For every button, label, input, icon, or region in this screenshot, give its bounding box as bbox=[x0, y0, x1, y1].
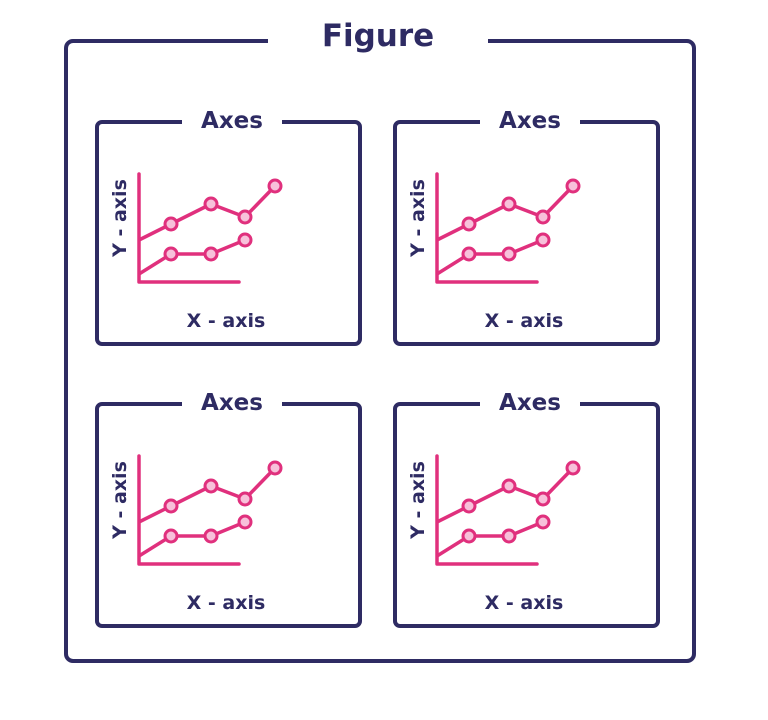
upper-series-marker bbox=[203, 478, 219, 494]
upper-series-line bbox=[138, 466, 277, 524]
upper-series-marker bbox=[535, 209, 551, 225]
lower-series-marker bbox=[203, 528, 219, 544]
upper-series-marker bbox=[461, 498, 477, 514]
line-plot-icon bbox=[137, 454, 283, 566]
upper-series-marker bbox=[565, 460, 581, 476]
lower-series-marker bbox=[461, 528, 477, 544]
upper-series-marker bbox=[163, 216, 179, 232]
line-plot-icon bbox=[435, 172, 581, 284]
x-axis-label: X - axis bbox=[484, 310, 564, 332]
upper-series-marker bbox=[203, 196, 219, 212]
lower-series-marker bbox=[163, 246, 179, 262]
plot-group bbox=[435, 454, 581, 566]
upper-series-line bbox=[138, 184, 277, 242]
y-axis-label: Y - axis bbox=[407, 179, 429, 257]
lower-series-line bbox=[436, 520, 544, 558]
figure-title: Figure bbox=[268, 13, 488, 59]
y-axis-label: Y - axis bbox=[109, 179, 131, 257]
lower-series-marker bbox=[237, 232, 253, 248]
upper-series-marker bbox=[501, 196, 517, 212]
lower-series-marker bbox=[163, 528, 179, 544]
upper-series-marker bbox=[237, 491, 253, 507]
x-axis-label: X - axis bbox=[484, 592, 564, 614]
axis-lines bbox=[435, 172, 539, 284]
lower-series-marker bbox=[461, 246, 477, 262]
axes-panel-bottom-right: Axes Y - axis X - axis bbox=[393, 384, 660, 628]
upper-series-marker bbox=[163, 498, 179, 514]
lower-series-line bbox=[138, 520, 246, 558]
lower-series-marker bbox=[501, 246, 517, 262]
plot-group bbox=[137, 454, 283, 566]
axes-panel-top-right: Axes Y - axis X - axis bbox=[393, 102, 660, 346]
axes-title: Axes bbox=[480, 384, 580, 422]
axes-title: Axes bbox=[182, 384, 282, 422]
lower-series-marker bbox=[535, 232, 551, 248]
plot-group bbox=[137, 172, 283, 284]
lower-series-marker bbox=[237, 514, 253, 530]
x-axis-label: X - axis bbox=[186, 592, 266, 614]
x-axis-label: X - axis bbox=[186, 310, 266, 332]
upper-series-marker bbox=[535, 491, 551, 507]
axis-lines bbox=[137, 454, 241, 566]
axis-lines bbox=[137, 172, 241, 284]
lower-series-line bbox=[436, 238, 544, 276]
upper-series-line bbox=[436, 184, 575, 242]
axes-panel-top-left: Axes Y - axis X - axis bbox=[95, 102, 362, 346]
lower-series-marker bbox=[535, 514, 551, 530]
upper-series-marker bbox=[237, 209, 253, 225]
axes-title: Axes bbox=[480, 102, 580, 140]
upper-series-marker bbox=[565, 178, 581, 194]
line-plot-icon bbox=[435, 454, 581, 566]
upper-series-marker bbox=[267, 460, 283, 476]
y-axis-label: Y - axis bbox=[109, 461, 131, 539]
axes-panel-bottom-left: Axes Y - axis X - axis bbox=[95, 384, 362, 628]
y-axis-label: Y - axis bbox=[407, 461, 429, 539]
lower-series-marker bbox=[203, 246, 219, 262]
plot-group bbox=[435, 172, 581, 284]
upper-series-marker bbox=[267, 178, 283, 194]
lower-series-line bbox=[138, 238, 246, 276]
upper-series-marker bbox=[461, 216, 477, 232]
upper-series-line bbox=[436, 466, 575, 524]
upper-series-marker bbox=[501, 478, 517, 494]
axes-title: Axes bbox=[182, 102, 282, 140]
axis-lines bbox=[435, 454, 539, 566]
line-plot-icon bbox=[137, 172, 283, 284]
lower-series-marker bbox=[501, 528, 517, 544]
